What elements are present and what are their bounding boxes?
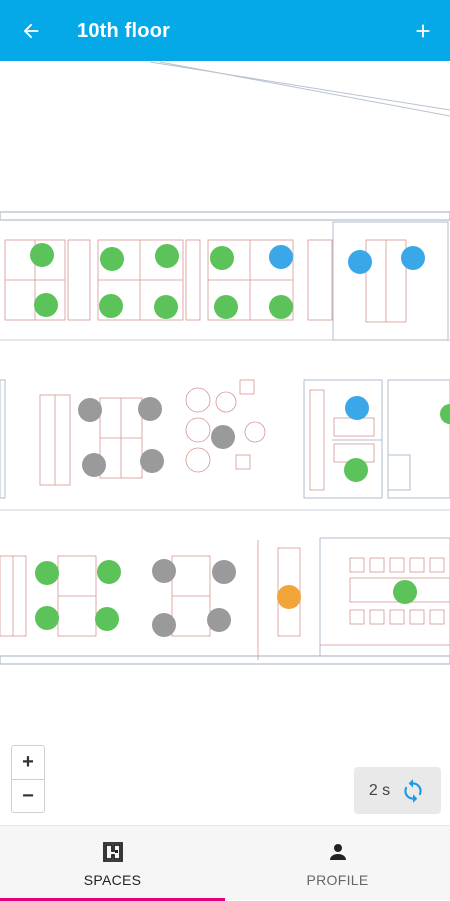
desk-available bbox=[35, 561, 59, 585]
desk-cluster bbox=[39, 379, 266, 486]
page-title: 10th floor bbox=[77, 20, 171, 42]
desk-available bbox=[97, 560, 121, 584]
person-icon bbox=[329, 843, 346, 860]
floor-plan-icon bbox=[102, 841, 123, 862]
floor-plan-map[interactable] bbox=[0, 61, 450, 825]
desk-booked bbox=[345, 396, 369, 420]
desk-available bbox=[214, 295, 238, 319]
desk-markers bbox=[30, 243, 450, 637]
desk-available bbox=[95, 607, 119, 631]
zoom-controls: + − bbox=[11, 745, 45, 813]
desk-cluster bbox=[4, 239, 333, 321]
desk-available bbox=[393, 580, 417, 604]
nav-item-spaces[interactable]: SPACES bbox=[0, 826, 225, 901]
desk-booked bbox=[348, 250, 372, 274]
desk-available bbox=[30, 243, 54, 267]
desk-booked bbox=[269, 245, 293, 269]
arrow-left-icon bbox=[23, 23, 39, 39]
meeting-room bbox=[319, 537, 450, 657]
desk-available bbox=[269, 295, 293, 319]
nav-label-profile: PROFILE bbox=[306, 871, 369, 888]
desk-unavailable bbox=[138, 397, 162, 421]
wall bbox=[0, 655, 450, 665]
refresh-interval: 2 s bbox=[368, 781, 391, 799]
desk-available bbox=[34, 293, 58, 317]
plus-icon bbox=[416, 24, 430, 38]
desk-available bbox=[35, 606, 59, 630]
room-walls bbox=[0, 379, 450, 499]
desk-available bbox=[440, 404, 450, 424]
zoom-out-button[interactable]: − bbox=[22, 785, 34, 807]
desk-unavailable bbox=[78, 398, 102, 422]
add-button[interactable] bbox=[406, 14, 440, 48]
nav-label-spaces: SPACES bbox=[83, 871, 142, 888]
refresh-button[interactable]: 2 s bbox=[354, 767, 441, 814]
desk-cluster bbox=[0, 540, 301, 660]
nav-item-profile[interactable]: PROFILE bbox=[225, 826, 450, 901]
desk-available bbox=[154, 295, 178, 319]
plan-line bbox=[159, 61, 450, 117]
desk-available bbox=[210, 246, 234, 270]
desk-booked bbox=[401, 246, 425, 270]
meeting-room bbox=[332, 221, 449, 341]
wall bbox=[0, 211, 450, 221]
bottom-navigation: SPACES PROFILE bbox=[0, 825, 450, 901]
back-button[interactable] bbox=[14, 14, 48, 48]
desk-pending bbox=[277, 585, 301, 609]
desk-unavailable bbox=[140, 449, 164, 473]
zoom-in-button[interactable]: + bbox=[12, 746, 44, 780]
refresh-icon bbox=[404, 778, 422, 803]
desk-available bbox=[100, 247, 124, 271]
desk-available bbox=[344, 458, 368, 482]
desk-available bbox=[155, 244, 179, 268]
plan-line bbox=[149, 61, 450, 111]
desk-unavailable bbox=[152, 559, 176, 583]
desk-available bbox=[99, 294, 123, 318]
desk-unavailable bbox=[152, 613, 176, 637]
desk-unavailable bbox=[82, 453, 106, 477]
desk-unavailable bbox=[212, 560, 236, 584]
app-bar: 10th floor bbox=[0, 0, 450, 61]
desk-unavailable bbox=[211, 425, 235, 449]
desk-unavailable bbox=[207, 608, 231, 632]
